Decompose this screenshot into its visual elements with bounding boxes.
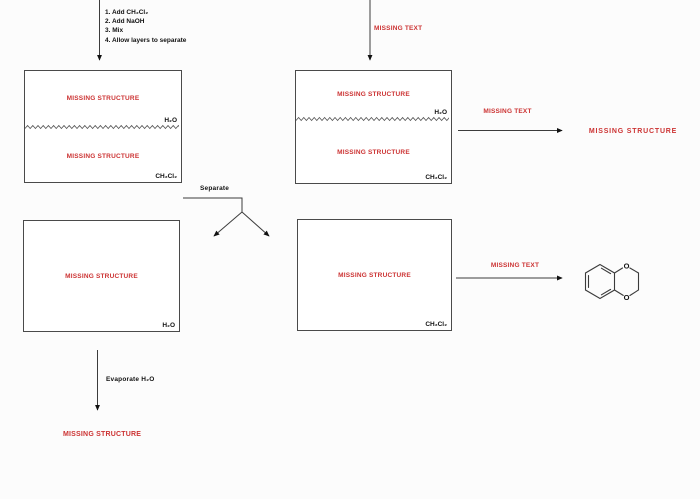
aqueous-layer: MISSING STRUCTURE H₂O: [296, 71, 451, 118]
double-bond-bottom: [600, 288, 612, 296]
procedure-step-4: 4. Allow layers to separate: [105, 36, 187, 44]
procedure-step-3: 3. Mix: [105, 27, 124, 35]
separate-label: Separate: [200, 185, 230, 192]
arrow-separate-left: [213, 211, 243, 237]
aqueous-product-structure: MISSING STRUCTURE: [588, 128, 678, 135]
flask-top-left: MISSING STRUCTURE H₂O MISSING STRUCTURE …: [24, 70, 182, 183]
organic-arrow-label: MISSING TEXT: [490, 262, 540, 269]
organic-layer-structure: MISSING STRUCTURE: [338, 271, 411, 279]
phase-boundary-zigzag: [25, 124, 179, 130]
procedure-step-2: 2. Add NaOH: [105, 18, 145, 26]
evaporate-label: Evaporate H₂O: [106, 376, 155, 383]
solvent-label-dcm: CH₂Cl₂: [425, 321, 447, 328]
bond-c-o-top: [613, 267, 624, 274]
separate-elbow-connector: [183, 197, 243, 212]
aqueous-layer: MISSING STRUCTURE H₂O: [24, 221, 179, 331]
oxygen-atom-top: O: [624, 261, 630, 270]
organic-layer: MISSING STRUCTURE CH₂Cl₂: [25, 130, 181, 182]
phase-boundary-zigzag: [296, 116, 449, 122]
benzene-ring: [584, 263, 616, 300]
flask-bottom-left: MISSING STRUCTURE H₂O: [23, 220, 180, 332]
bond-c-o-bottom: [613, 289, 624, 296]
flask-bottom-right: MISSING STRUCTURE CH₂Cl₂: [297, 219, 452, 331]
final-product-structure: MISSING STRUCTURE: [63, 431, 142, 438]
organic-layer: MISSING STRUCTURE CH₂Cl₂: [296, 122, 451, 183]
top-arrow-label: MISSING TEXT: [374, 25, 423, 32]
aqueous-layer-structure: MISSING STRUCTURE: [66, 95, 140, 102]
aqueous-layer-structure: MISSING STRUCTURE: [337, 91, 410, 98]
oxygen-atom-bottom: O: [624, 293, 630, 302]
organic-layer: MISSING STRUCTURE CH₂Cl₂: [298, 220, 451, 330]
organic-layer-structure: MISSING STRUCTURE: [337, 149, 410, 156]
solvent-label-water: H₂O: [162, 322, 175, 329]
solvent-label-water: H₂O: [164, 117, 177, 124]
flask-top-right: MISSING STRUCTURE H₂O MISSING STRUCTURE …: [295, 70, 452, 184]
aqueous-arrow-label: MISSING TEXT: [483, 108, 532, 115]
procedure-list: 1. Add CH₂Cl₂ 2. Add NaOH 3. Mix 4. Allo…: [105, 8, 186, 45]
arrow-separate-right: [241, 211, 270, 237]
solvent-label-dcm: CH₂Cl₂: [425, 174, 447, 181]
double-bond-top: [600, 267, 612, 275]
aqueous-layer-structure: MISSING STRUCTURE: [65, 272, 138, 280]
procedure-step-1: 1. Add CH₂Cl₂: [105, 9, 149, 16]
dioxane-right-edge: [629, 267, 640, 297]
solvent-label-water: H₂O: [434, 109, 447, 116]
benzodioxane-structure: O O: [584, 261, 640, 302]
aqueous-layer: MISSING STRUCTURE H₂O: [25, 71, 181, 126]
organic-layer-structure: MISSING STRUCTURE: [66, 152, 140, 160]
solvent-label-dcm: CH₂Cl₂: [155, 173, 177, 180]
